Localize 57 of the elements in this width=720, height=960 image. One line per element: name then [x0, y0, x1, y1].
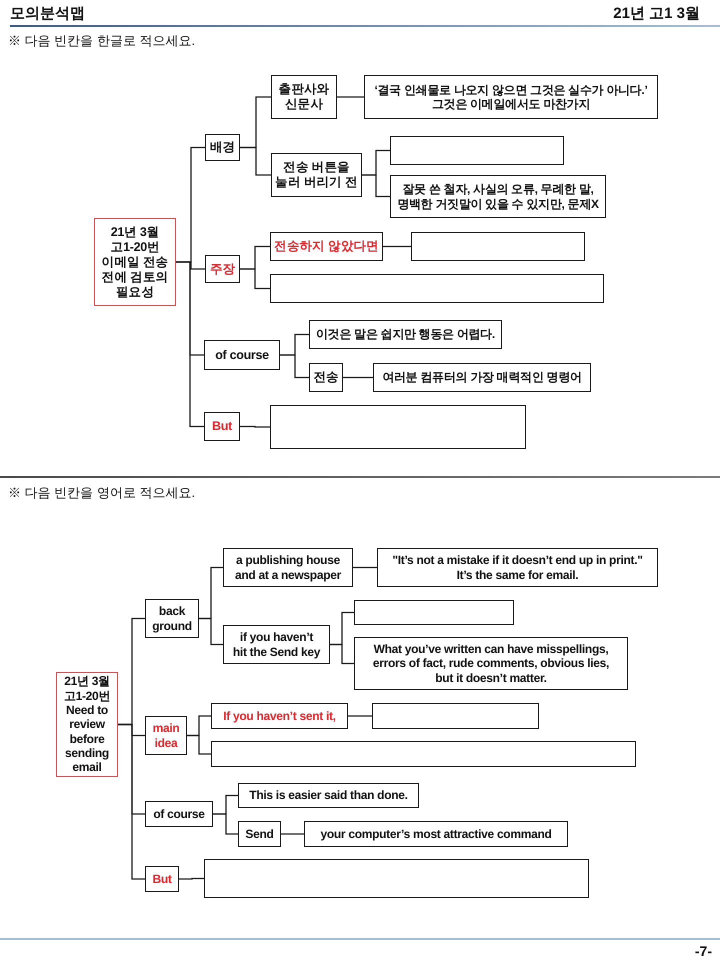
branch-box: of course — [145, 801, 213, 827]
text-box: 출판사와 신문사 — [271, 75, 337, 119]
connector-line — [213, 813, 238, 835]
text-box: "It’s not a mistake if it doesn’t end up in print." It’s the same for email. — [377, 548, 658, 587]
text-box: 여러분 컴퓨터의 가장 매력적인 명령어 — [373, 363, 591, 392]
connector-line — [118, 724, 145, 880]
connector-line — [240, 146, 271, 176]
text-box: 이것은 말은 쉽지만 행동은 어렵다. — [309, 320, 502, 349]
connector-line — [176, 261, 204, 428]
text-box: What you’ve written can have misspellings, errors of fact, rude comments, obvious lies, but it doesn’t matter. — [354, 637, 628, 690]
text-box: But — [145, 866, 179, 892]
connector-line — [281, 833, 304, 835]
text-box: If you haven’t sent it, — [211, 703, 348, 729]
answer-box — [270, 274, 604, 303]
connector-line — [383, 246, 411, 248]
answer-box — [390, 136, 564, 165]
answer-box — [411, 232, 585, 261]
text-box: ‘결국 인쇄물로 나오지 않으면 그것은 실수가 아니다.’ 그것은 이메일에서도 마찬가지 — [364, 75, 658, 119]
text-box: 전송 버튼을 눌러 버리기 전 — [271, 153, 362, 197]
connector-line — [353, 566, 377, 568]
connector-line — [199, 618, 223, 646]
text-box: But — [204, 412, 240, 441]
text-box: your computer’s most attractive command — [304, 821, 568, 847]
branch-box: of course — [204, 340, 280, 370]
connector-line — [240, 268, 270, 290]
connector-line — [240, 426, 270, 428]
answer-box — [211, 741, 636, 767]
answer-box — [270, 405, 526, 449]
connector-line — [179, 878, 204, 880]
connector-line — [280, 354, 309, 378]
connector-line — [343, 376, 373, 378]
topic-box: 21년 3월 고1-20번 Need to review before sending email — [56, 672, 118, 777]
exam-label: 21년 고1 3월 — [613, 5, 700, 23]
text-box: main idea — [145, 716, 187, 755]
topic-box: 21년 3월 고1-20번 이메일 전송 전에 검토의 필요성 — [94, 218, 176, 306]
text-box: Send — [238, 821, 281, 847]
text-box: a publishing house and at a newspaper — [223, 548, 353, 587]
connector-line — [330, 644, 354, 664]
connector-line — [362, 174, 390, 198]
text-box: 주장 — [205, 255, 240, 283]
text-box: if you haven’t hit the Send key — [223, 625, 330, 664]
branch-box: 배경 — [205, 134, 240, 161]
text-box: 전송 — [309, 363, 343, 392]
header-title: 모의분석맵 — [10, 5, 85, 23]
connector-line — [187, 734, 211, 755]
page-number: -7- — [694, 943, 712, 960]
answer-box — [354, 600, 514, 625]
text-box: This is easier said than done. — [238, 783, 419, 808]
text-box: 잘못 쓴 철자, 사실의 오류, 무례한 말, 명백한 거짓말이 있을 수 있지만, 문제X — [390, 175, 606, 218]
answer-box — [204, 859, 589, 898]
instruction-text: ※ 다음 빈칸을 영어로 적으세요. — [8, 485, 196, 501]
answer-box — [372, 703, 539, 729]
branch-box: back ground — [145, 599, 199, 638]
text-box: 전송하지 않았다면 — [270, 232, 383, 261]
instruction-text: ※ 다음 빈칸을 한글로 적으세요. — [8, 33, 196, 49]
connector-line — [348, 715, 372, 717]
connector-line — [337, 96, 364, 98]
